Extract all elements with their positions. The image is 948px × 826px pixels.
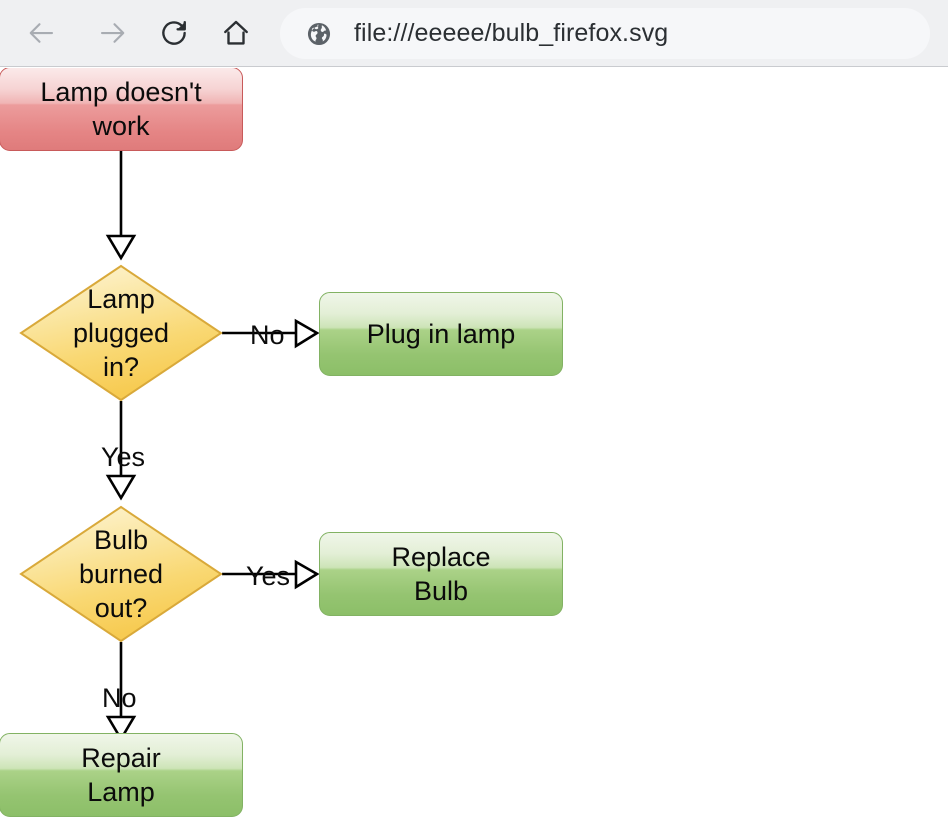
edge-label-burned-no: No (102, 683, 137, 713)
node-label: Repair Lamp (81, 743, 161, 807)
reload-icon (159, 18, 189, 48)
node-bulb-burned-out[interactable]: Bulb burned out? (19, 505, 223, 643)
home-icon (221, 18, 251, 48)
edge-label-burned-yes: Yes (246, 561, 291, 591)
node-plug-in-lamp[interactable]: Plug in lamp (319, 292, 563, 376)
diamond-shape (19, 505, 223, 643)
url-text: file:///eeeee/bulb_firefox.svg (354, 19, 669, 47)
node-lamp-plugged-in[interactable]: Lamp plugged in? (19, 264, 223, 402)
reload-button[interactable] (150, 9, 198, 57)
node-label: Lamp doesn't work (40, 77, 202, 141)
node-lamp-doesnt-work[interactable]: Lamp doesn't work (0, 68, 243, 151)
edge-label-plugged-yes: Yes (101, 442, 146, 472)
browser-toolbar: file:///eeeee/bulb_firefox.svg (0, 0, 948, 67)
edge-label-plugged-no: No (250, 320, 285, 350)
forward-button[interactable] (88, 9, 136, 57)
svg-diagram-flowchart: No Yes Yes No Lamp doesn't work Lamp plu… (0, 68, 948, 826)
diamond-shape (19, 264, 223, 402)
home-button[interactable] (212, 9, 260, 57)
node-label: Plug in lamp (366, 319, 516, 349)
node-repair-lamp[interactable]: Repair Lamp (0, 733, 243, 817)
arrow-right-icon (97, 18, 127, 48)
address-bar[interactable]: file:///eeeee/bulb_firefox.svg (280, 8, 930, 59)
back-button[interactable] (18, 9, 66, 57)
arrow-left-icon (27, 18, 57, 48)
node-replace-bulb[interactable]: Replace Bulb (319, 532, 563, 616)
globe-icon (306, 21, 332, 47)
node-label: Replace Bulb (391, 542, 491, 606)
